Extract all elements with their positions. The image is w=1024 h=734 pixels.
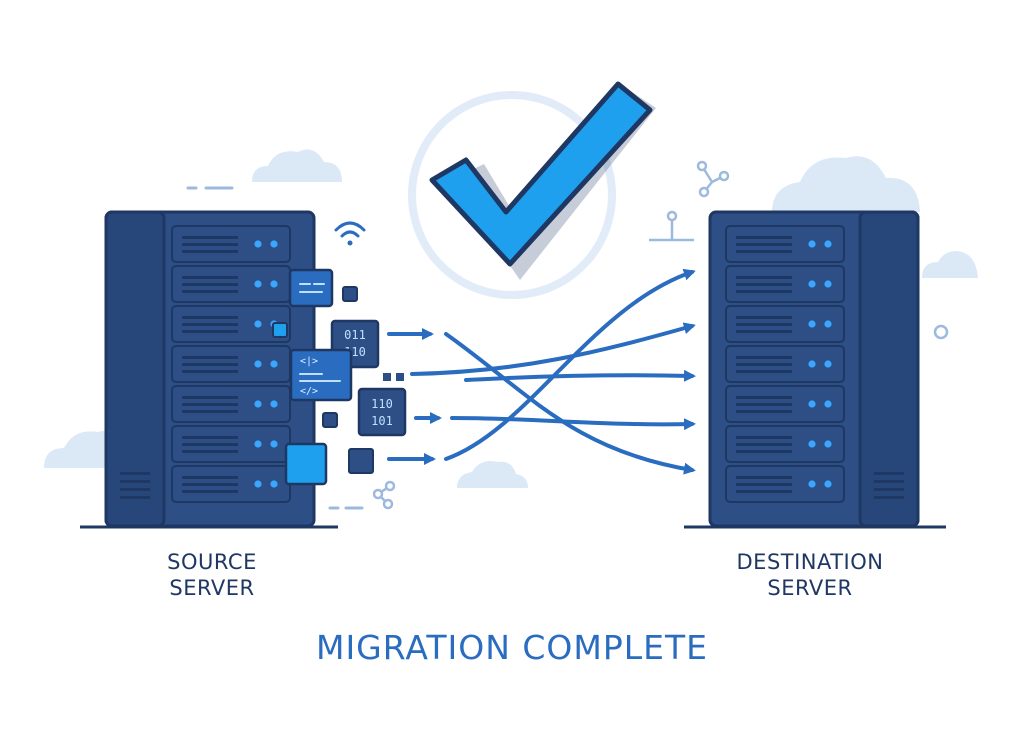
share-icon (649, 210, 694, 242)
wifi-icon (334, 221, 366, 246)
destination-label-line1: DESTINATION (736, 550, 884, 574)
check-ring (408, 91, 616, 299)
binary-fragment-a-line1: 011 (344, 328, 366, 342)
cloud-icon (772, 156, 978, 278)
migration-status-title: MIGRATION COMPLETE (315, 628, 709, 667)
cloud-icon (457, 461, 528, 488)
share-icon (372, 480, 396, 510)
source-server-label: SOURCE SERVER (112, 549, 312, 601)
migration-streams (410, 268, 696, 475)
check-icon (429, 81, 656, 280)
source-server (80, 210, 338, 529)
data-fragments: 011 110 <|> </> 110 101 (272, 268, 407, 486)
source-label-line1: SOURCE (167, 550, 257, 574)
share-icon (696, 160, 730, 198)
entry-arrows (387, 328, 442, 465)
destination-server-label: DESTINATION SERVER (710, 549, 910, 601)
cloud-icon (252, 149, 342, 182)
code-tag-close: </> (300, 386, 318, 397)
destination-server (684, 210, 946, 529)
code-tag-open: <|> (300, 356, 318, 367)
decorative-dashes (186, 186, 364, 510)
source-label-line2: SERVER (169, 576, 255, 600)
binary-fragment-b-line1: 110 (371, 397, 393, 411)
decorative-dot (933, 324, 949, 340)
destination-label-line2: SERVER (767, 576, 853, 600)
binary-fragment-b-line2: 101 (371, 414, 393, 428)
